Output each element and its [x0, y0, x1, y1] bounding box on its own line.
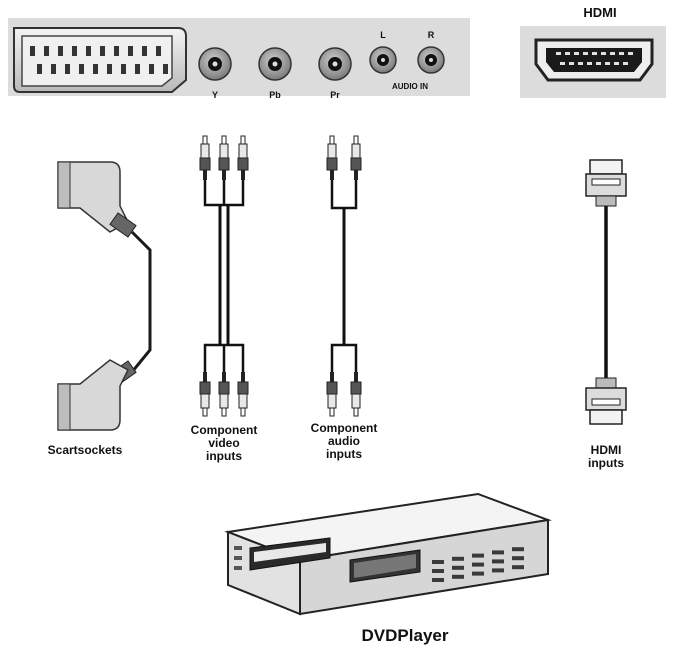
hdmi-pin	[623, 62, 628, 65]
scart-pin	[30, 46, 35, 56]
component-audio-cable	[326, 135, 362, 417]
dvd-front-button	[492, 559, 504, 564]
scart-cable	[57, 161, 152, 431]
dvd-front-button	[512, 556, 524, 561]
scart-pin	[72, 46, 77, 56]
jack-audio-r	[417, 46, 445, 74]
scart-pin	[100, 46, 105, 56]
audio-l-label: L	[380, 30, 386, 40]
component-video-caption: Component video inputs	[178, 424, 270, 463]
scart-pin	[114, 46, 119, 56]
dvd-front-button	[492, 550, 504, 555]
audio-r-label: R	[427, 30, 435, 40]
dvd-front-button	[452, 556, 464, 561]
scart-pin	[65, 64, 70, 74]
scart-caption: Scartsockets	[47, 443, 123, 457]
hdmi-pin	[583, 52, 588, 55]
component-video-caption-line-2: video	[208, 436, 240, 450]
hdmi-port-title: HDMI	[583, 5, 617, 20]
scart-pin	[163, 64, 168, 74]
dvd-front-button	[492, 568, 504, 573]
dvd-front-button	[432, 569, 444, 573]
scart-pin	[128, 46, 133, 56]
scart-pin	[86, 46, 91, 56]
scart-pin	[37, 64, 42, 74]
component-audio-caption-line-2: audio	[328, 434, 360, 448]
scart-pin	[51, 64, 56, 74]
dvd-front-button	[452, 565, 464, 570]
audio-in-label: AUDIO IN	[392, 82, 428, 91]
hdmi-pin	[565, 52, 570, 55]
dvd-buttons	[432, 547, 524, 582]
jack-pb	[258, 47, 292, 81]
hdmi-pin	[614, 62, 619, 65]
dvd-front-button	[452, 574, 464, 579]
dvd-player	[224, 492, 552, 616]
scart-pins	[30, 46, 168, 74]
component-audio-caption-line-3: inputs	[326, 447, 362, 461]
scart-pin	[44, 46, 49, 56]
scart-pin	[93, 64, 98, 74]
dvd-front-button	[472, 571, 484, 576]
scart-pin	[107, 64, 112, 74]
hdmi-port	[520, 26, 666, 98]
hdmi-pin	[605, 62, 610, 65]
component-video-caption-line-1: Component	[190, 423, 258, 437]
scart-pin	[142, 46, 147, 56]
jack-y	[198, 47, 232, 81]
jack-audio-l	[369, 46, 397, 74]
hdmi-caption-line-1: HDMI	[590, 443, 622, 457]
scart-pin	[156, 46, 161, 56]
component-audio-caption-line-1: Component	[310, 421, 378, 435]
component-video-cable	[199, 135, 249, 417]
hdmi-pin	[628, 52, 633, 55]
dvd-front-button	[432, 560, 444, 564]
scart-pin	[149, 64, 154, 74]
hdmi-pin	[596, 62, 601, 65]
hdmi-caption: HDMI inputs	[570, 444, 642, 470]
hdmi-pins	[556, 52, 633, 65]
hdmi-pin	[560, 62, 565, 65]
dvd-front-button	[512, 547, 524, 552]
component-video-caption-line-3: inputs	[206, 449, 242, 463]
jack-pr	[318, 47, 352, 81]
dvd-front-button	[472, 553, 484, 558]
scart-pin	[79, 64, 84, 74]
hdmi-cable	[585, 159, 627, 425]
hdmi-pin	[619, 52, 624, 55]
scart-pin	[121, 64, 126, 74]
jack-pb-label: Pb	[269, 90, 281, 100]
scart-socket	[13, 27, 187, 93]
dvd-front-button	[472, 562, 484, 567]
hdmi-caption-line-2: inputs	[588, 456, 624, 470]
dvd-front-button	[512, 565, 524, 570]
scart-pin	[135, 64, 140, 74]
hdmi-pin	[592, 52, 597, 55]
scart-pin	[58, 46, 63, 56]
hdmi-pin	[610, 52, 615, 55]
jack-y-label: Y	[211, 90, 218, 100]
jack-pr-label: Pr	[330, 90, 340, 100]
hdmi-pin	[578, 62, 583, 65]
dvd-front-button	[432, 578, 444, 582]
hdmi-pin	[569, 62, 574, 65]
hdmi-pin	[556, 52, 561, 55]
dvd-player-caption: DVDPlayer	[361, 626, 449, 645]
hdmi-pin	[587, 62, 592, 65]
hdmi-pin	[574, 52, 579, 55]
hdmi-pin	[601, 52, 606, 55]
component-audio-caption: Component audio inputs	[298, 422, 390, 461]
